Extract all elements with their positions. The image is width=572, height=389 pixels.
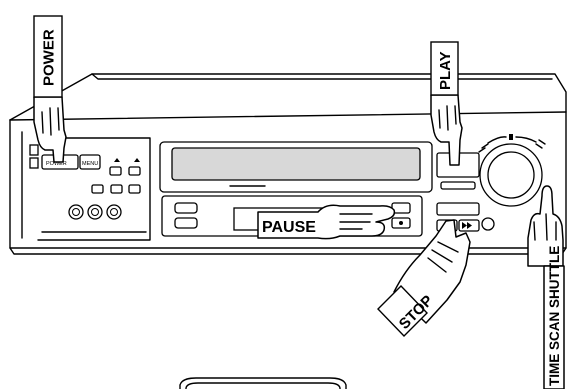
panel-button-2[interactable] [111, 185, 122, 193]
cassette-slot [172, 148, 420, 180]
power-hand [34, 97, 66, 162]
menu-button-label: MENU [82, 161, 98, 167]
down-arrow-icon [114, 158, 120, 162]
label-time-scan-shuttle: TIME SCAN SHUTTLE [547, 246, 562, 386]
jack-video [69, 205, 83, 219]
panel-button-3[interactable] [129, 185, 140, 193]
rec-button[interactable] [175, 218, 197, 228]
label-pause: PAUSE [262, 219, 316, 236]
jack-audio-left [88, 205, 102, 219]
jack-audio-right [107, 205, 121, 219]
channel-up-button[interactable] [129, 167, 140, 175]
stop-button[interactable] [437, 203, 479, 215]
label-power: POWER [34, 16, 62, 97]
panel-button-1[interactable] [92, 185, 103, 193]
eject-button[interactable] [175, 203, 197, 213]
power-label: POWER [41, 29, 58, 86]
pause-label: PAUSE [262, 219, 316, 236]
label-play: PLAY [431, 42, 458, 95]
small-knob[interactable] [482, 218, 494, 230]
channel-down-button[interactable] [110, 167, 121, 175]
play-label: PLAY [437, 51, 454, 90]
up-arrow-icon [134, 158, 140, 162]
time-scan-shuttle-label: TIME SCAN SHUTTLE [547, 246, 562, 386]
